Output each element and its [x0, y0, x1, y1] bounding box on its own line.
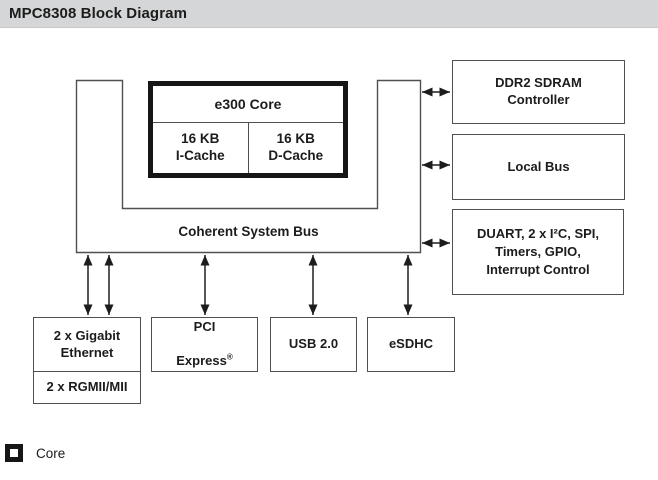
gigabit-ethernet-block: 2 x Gigabit Ethernet — [33, 317, 141, 372]
e300-core-block: e300 Core 16 KB I-Cache 16 KB D-Cache — [148, 81, 348, 178]
bus-arrows — [83, 87, 450, 315]
e300-cache-row: 16 KB I-Cache 16 KB D-Cache — [153, 123, 343, 173]
registered-mark: ® — [226, 352, 233, 362]
coherent-system-bus-label: Coherent System Bus — [178, 223, 319, 239]
legend-core-label: Core — [36, 445, 66, 461]
icache-cell: 16 KB I-Cache — [175, 131, 225, 163]
dcache-cell: 16 KB D-Cache — [247, 123, 344, 173]
pci-express-label: PCI Express® — [176, 319, 233, 368]
page-title-bar: MPC8308 Block Diagram — [0, 0, 658, 28]
local-bus-block: Local Bus — [452, 134, 625, 200]
usb-block: USB 2.0 — [270, 317, 357, 372]
esdhc-block: eSDHC — [367, 317, 455, 372]
core-square-icon — [5, 444, 23, 462]
page-title: MPC8308 Block Diagram — [9, 5, 188, 22]
ddr2-sdram-controller-block: DDR2 SDRAM Controller — [452, 60, 625, 124]
rgmii-mii-block: 2 x RGMII/MII — [33, 371, 141, 404]
e300-core-title: e300 Core — [153, 86, 343, 123]
pci-express-block: PCI Express® — [151, 317, 258, 372]
coherent-system-bus-shape — [75, 79, 422, 254]
legend: Core — [5, 444, 65, 462]
peripherals-block: DUART, 2 x I²C, SPI, Timers, GPIO, Inter… — [452, 209, 624, 295]
